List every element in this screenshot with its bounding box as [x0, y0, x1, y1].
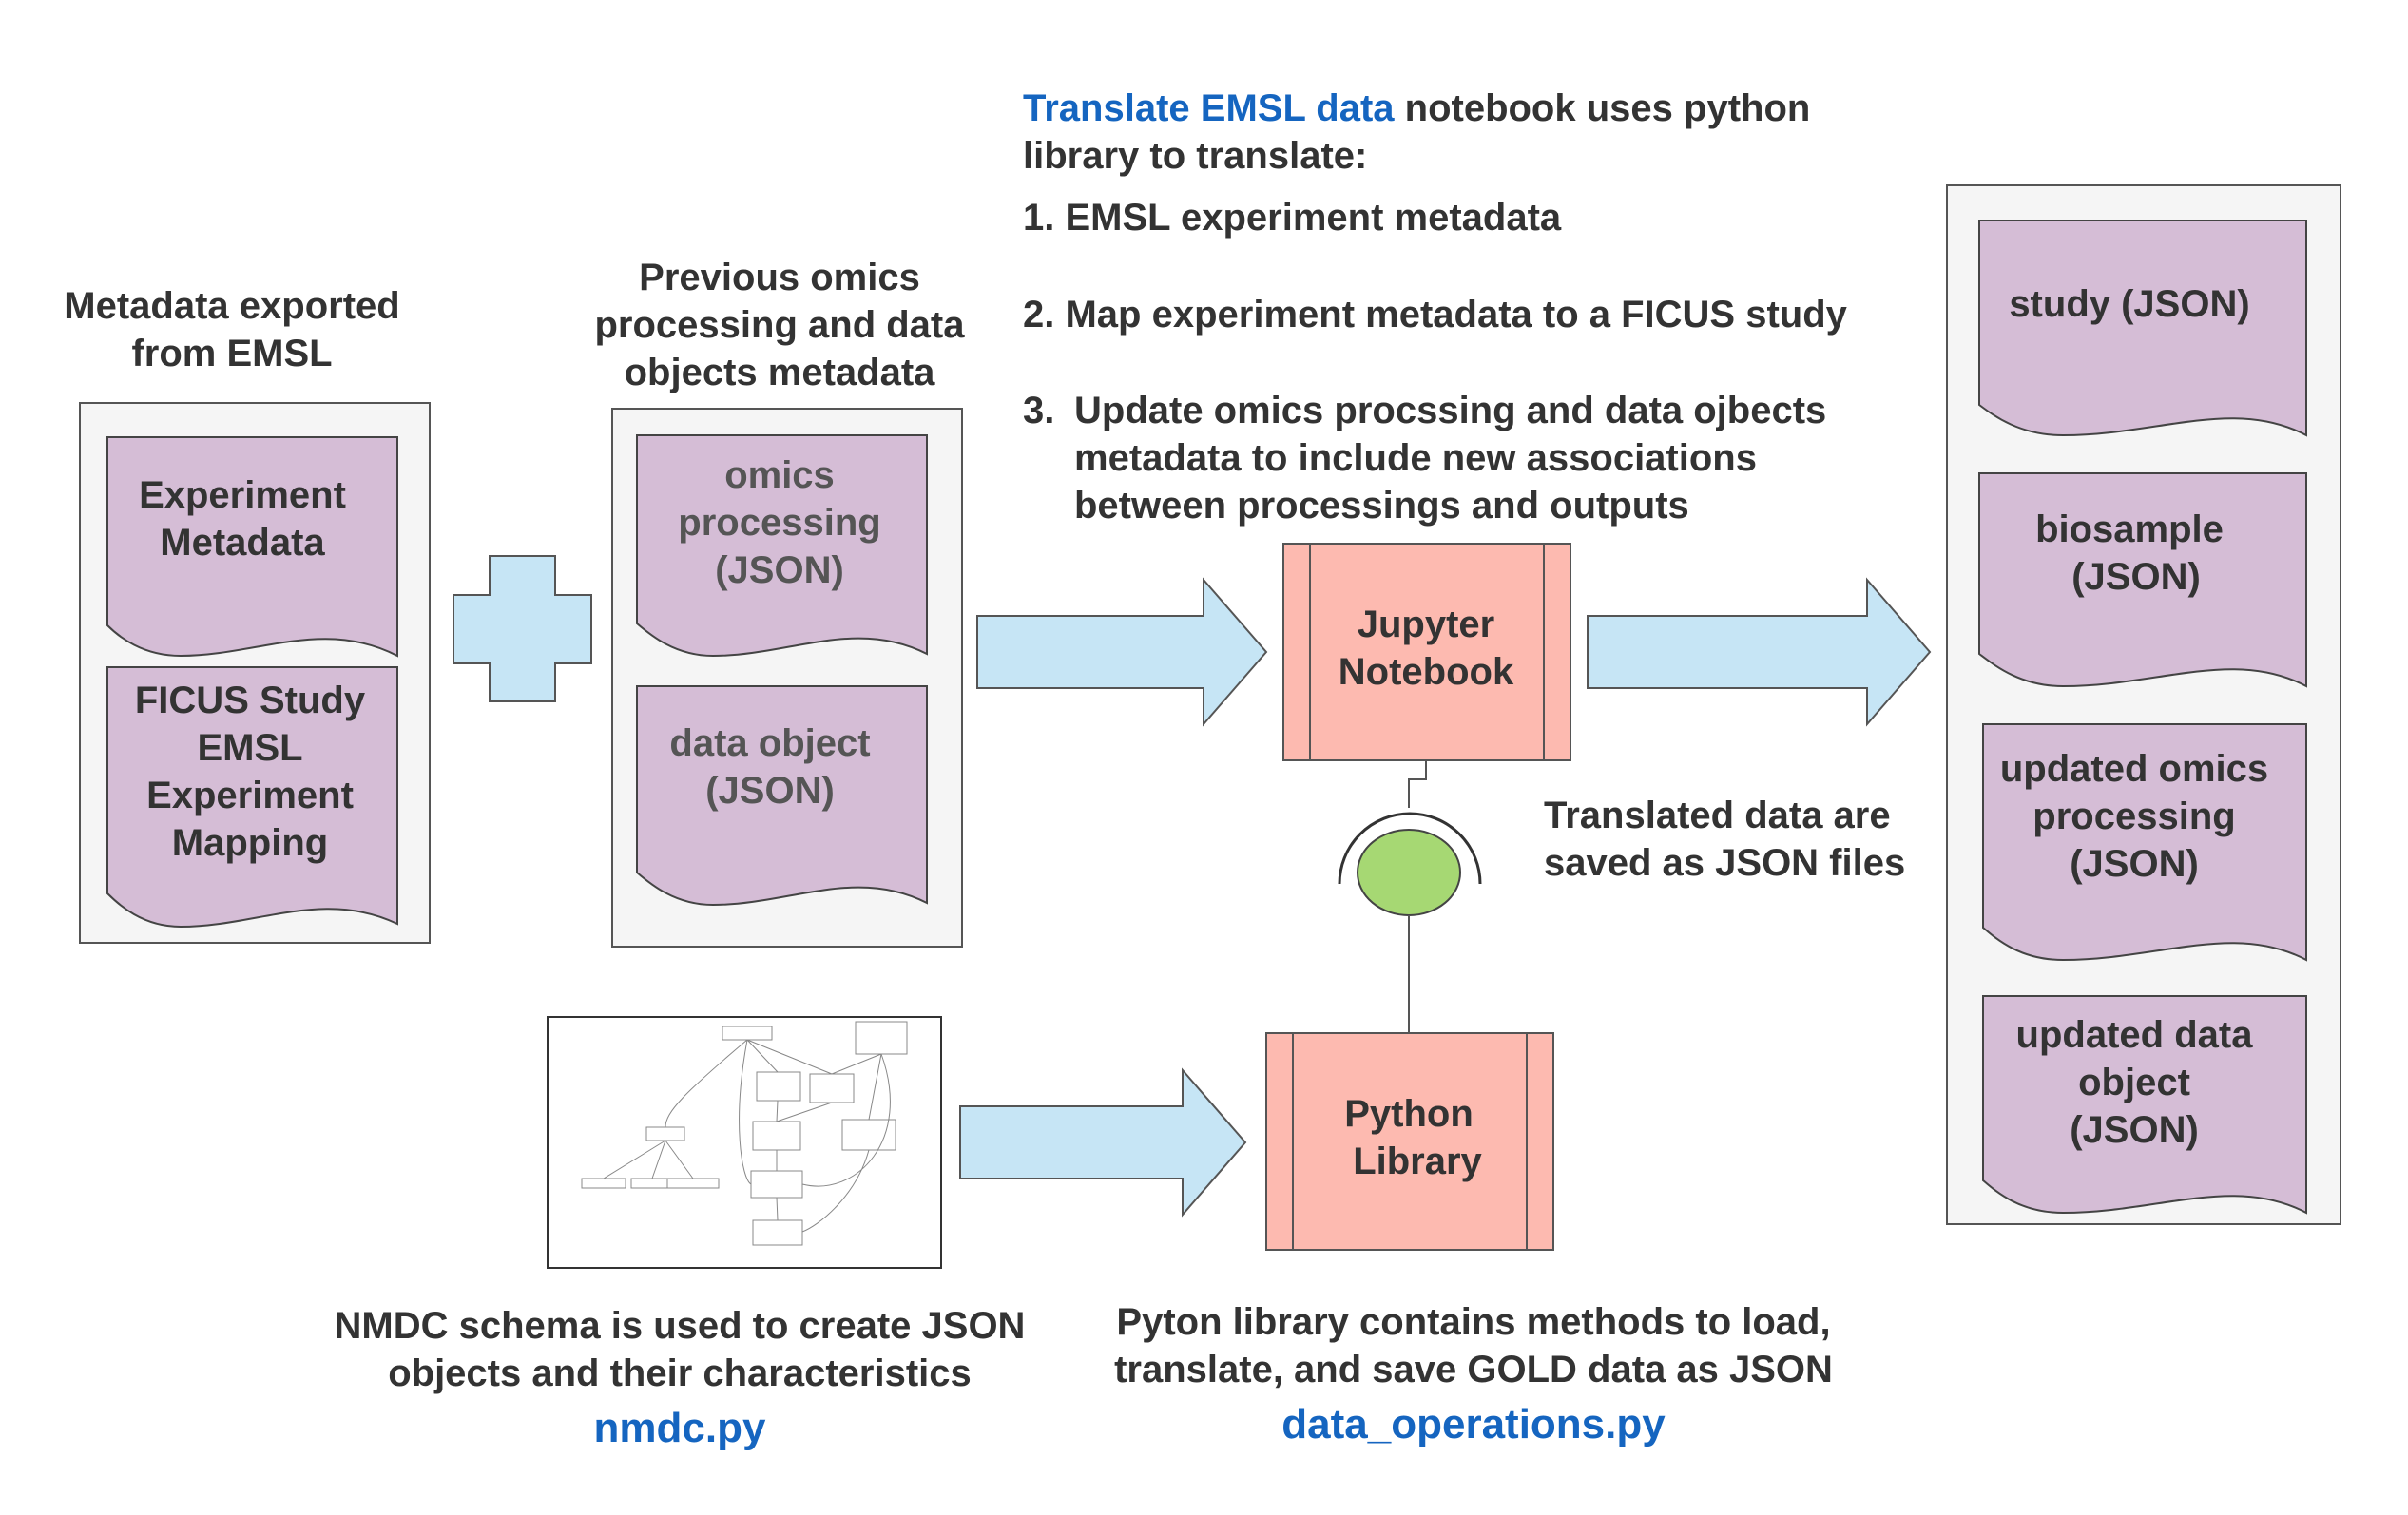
saved-json-note: Translated data are saved as JSON files	[1544, 795, 1906, 884]
ficus-mapping-label: FICUS Study EMSL Experiment Mapping	[134, 680, 366, 864]
updated-omics-label: updated omics processing (JSON)	[1999, 748, 2269, 885]
updated-omics-doc	[1982, 723, 2307, 962]
data-object-label: data object (JSON)	[669, 722, 871, 812]
jupyter-notebook-label: Jupyter Notebook	[1338, 604, 1514, 693]
data-operations-py-link[interactable]: data_operations.py	[1281, 1401, 1666, 1448]
notebook-connector	[1408, 760, 1427, 808]
omics-processing-label: omics processing (JSON)	[678, 454, 881, 591]
study-json-label: study (JSON)	[2009, 283, 2250, 325]
biosample-json-doc	[1978, 472, 2307, 688]
translate-emsl-link[interactable]: Translate EMSL data	[1023, 87, 1395, 129]
socket-arc	[1338, 812, 1482, 885]
schema-note: NMDC schema is used to create JSON objec…	[285, 1302, 1074, 1452]
data-object-doc	[636, 685, 928, 907]
updated-data-object-doc	[1982, 995, 2307, 1215]
interface-node	[1357, 829, 1461, 916]
experiment-metadata-label: Experiment Metadata	[139, 474, 346, 564]
nmdc-py-link[interactable]: nmdc.py	[593, 1405, 766, 1451]
jupyter-notebook-box	[1282, 543, 1571, 761]
python-library-box	[1265, 1032, 1554, 1251]
arrow-to-outputs	[1587, 577, 1932, 727]
notebook-description: Translate EMSL data notebook uses python…	[1023, 87, 1811, 177]
omics-processing-doc	[636, 434, 928, 658]
ficus-mapping-doc	[106, 666, 398, 929]
study-json-doc	[1978, 220, 2307, 437]
arrow-to-library	[959, 1067, 1247, 1218]
emsl-title: Metadata exported from EMSL	[64, 285, 400, 374]
plus-icon	[453, 555, 592, 702]
experiment-metadata-doc	[106, 436, 398, 658]
arrow-to-notebook	[976, 577, 1268, 727]
step-1: 1. EMSL experiment metadata	[1023, 197, 1562, 239]
library-note: Pyton library contains methods to load, …	[1074, 1298, 1873, 1448]
step-2: 2. Map experiment metadata to a FICUS st…	[1023, 294, 1847, 336]
previous-title: Previous omics processing and data objec…	[594, 257, 965, 393]
biosample-json-label: biosample (JSON)	[2035, 508, 2224, 598]
python-library-label: Python Library	[1344, 1093, 1482, 1182]
step-3: 3.Update omics procssing and data ojbect…	[1023, 390, 1827, 527]
updated-data-object-label: updated data object (JSON)	[2015, 1014, 2253, 1151]
schema-graph-icon	[581, 1021, 908, 1246]
